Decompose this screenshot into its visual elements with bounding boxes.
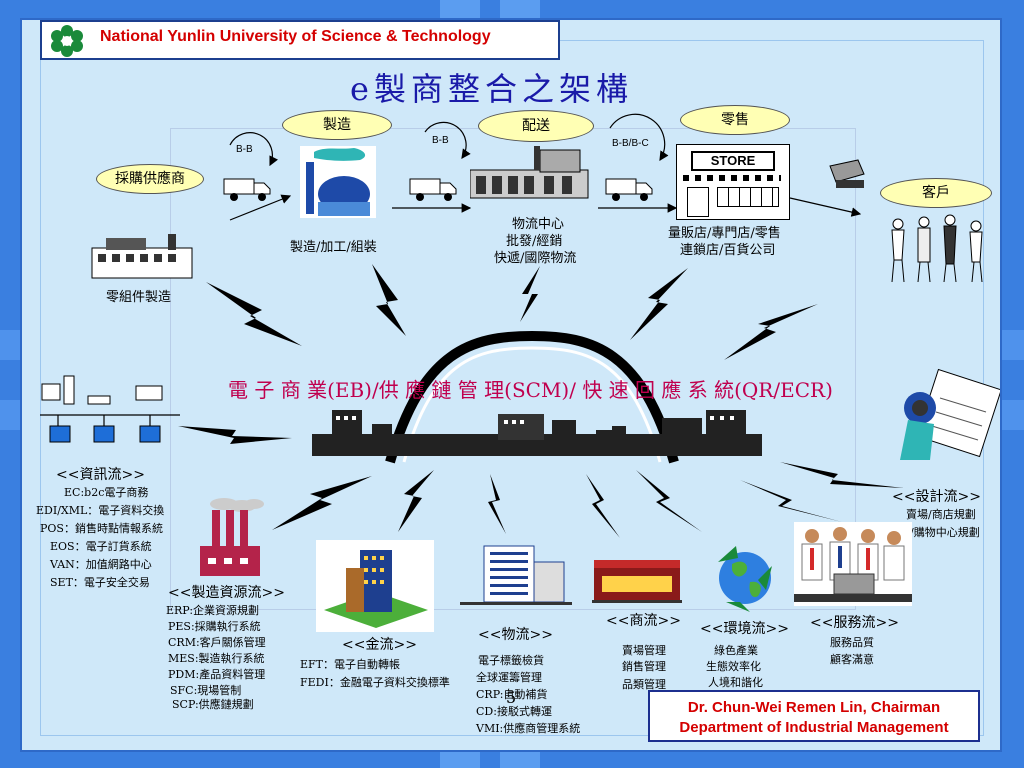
- money-flow-title: <<金流>>: [342, 637, 417, 653]
- mfg-flow-item: MES:製造執行系統: [168, 652, 265, 665]
- oval-supplier: 採購供應商: [96, 164, 204, 194]
- service-flow-title: <<服務流>>: [810, 615, 899, 631]
- mfg-flow-item: PDM:產品資料管理: [168, 668, 266, 681]
- university-header: National Yunlin University of Science & …: [40, 20, 560, 60]
- goods-flow-item: 全球運籌管理: [476, 671, 542, 684]
- customers-icon: [891, 214, 983, 283]
- bb-label: B-B: [432, 135, 449, 146]
- commerce-flow-item: 銷售管理: [622, 660, 666, 673]
- design-flow-title: <<設計流>>: [892, 489, 981, 505]
- info-flow-item: POS：銷售時點情報系統: [40, 522, 163, 535]
- cash-register-icon: [829, 159, 865, 188]
- commerce-flow-item: 品類管理: [622, 678, 666, 691]
- info-flow-item: EOS：電子訂貨系統: [50, 540, 152, 553]
- info-flow-item: EDI/XML：電子資料交換: [36, 504, 165, 517]
- commerce-flow-item: 賣場管理: [622, 644, 666, 657]
- designer-icon: [900, 368, 1000, 460]
- env-flow-item: 綠色產業: [714, 644, 758, 657]
- env-flow-item: 生態效率化: [706, 660, 761, 673]
- goods-flow-item: CRP:自動補貨: [476, 688, 548, 701]
- service-staff-icon: [794, 527, 912, 602]
- mfg-flow-item: CRM:客戶關係管理: [168, 636, 266, 649]
- bank-image: [316, 540, 434, 632]
- office-building-icon: [460, 545, 572, 605]
- recycle-globe-icon: [718, 546, 772, 612]
- truck-icon: [223, 178, 271, 201]
- goods-flow-item: VMI:供應商管理系統: [476, 722, 581, 735]
- truck-icon: [409, 178, 457, 201]
- logistics-center-label: 物流中心: [512, 217, 565, 232]
- city-arch-icon: [312, 330, 762, 464]
- env-flow-item: 人境和諧化: [708, 676, 763, 689]
- env-flow-title: <<環境流>>: [700, 621, 789, 637]
- parts-factory-icon: [91, 234, 193, 279]
- university-logo-icon: [51, 25, 83, 57]
- goods-flow-item: CD:接駁式轉運: [476, 705, 552, 718]
- express-logistics-label: 快遞/國際物流: [494, 251, 577, 266]
- bb-label: B-B: [236, 144, 253, 155]
- oval-manufacture: 製造: [282, 110, 392, 140]
- oval-distribution: 配送: [478, 110, 594, 142]
- parts-manufacture-label: 零組件製造: [106, 290, 172, 305]
- mfg-flow-item: SFC:現場管制: [170, 684, 242, 697]
- service-flow-item: 服務品質: [830, 636, 874, 649]
- mfg-flow-item: ERP:企業資源規劃: [166, 604, 260, 617]
- author-box: Dr. Chun-Wei Remen Lin, Chairman Departm…: [648, 690, 980, 742]
- info-flow-title: <<資訊流>>: [56, 467, 145, 483]
- info-flow-item: VAN：加值網路中心: [50, 558, 152, 571]
- goods-flow-item: 電子標籤檢貨: [478, 654, 544, 667]
- goods-flow-title: <<物流>>: [478, 627, 553, 643]
- money-flow-item: EFT：電子自動轉帳: [300, 658, 400, 671]
- manufacturing-plant-icon: [300, 146, 376, 218]
- university-name: National Yunlin University of Science & …: [100, 28, 491, 45]
- commerce-flow-title: <<商流>>: [606, 613, 681, 629]
- retail-types-label-2: 連鎖店/百貨公司: [680, 243, 776, 258]
- page-title: e製商整合之架構: [350, 70, 633, 108]
- center-systems-label: 電 子 商 業(EB)/供 應 鏈 管 理(SCM)/ 快 速 回 應 系 統(…: [228, 378, 833, 402]
- store-door: [687, 187, 709, 217]
- wholesale-label: 批發/經銷: [506, 234, 563, 249]
- bank-building-icon: [324, 550, 428, 628]
- computer-network-icon: [41, 375, 163, 443]
- service-flow-item: 顧客滿意: [830, 653, 874, 666]
- warehouse-icon: [470, 146, 589, 199]
- truck-icon: [605, 178, 653, 201]
- design-flow-item: 賣場/商店規劃: [906, 508, 976, 521]
- mfg-flow-title: <<製造資源流>>: [168, 585, 285, 601]
- smokestack-factory-icon: [200, 498, 264, 576]
- mfg-flow-item: SCP:供應鏈規劃: [172, 698, 254, 711]
- info-flow-item: EC:b2c電子商務: [64, 486, 149, 499]
- store-sign: STORE: [691, 151, 775, 171]
- processing-label: 製造/加工/組裝: [290, 240, 377, 255]
- service-people-image: [794, 522, 912, 606]
- money-flow-item: FEDI：金融電子資料交換標準: [300, 676, 450, 689]
- bb-label: B-B/B-C: [612, 138, 649, 149]
- author-department: Department of Industrial Management: [679, 719, 949, 736]
- shop-icon: [592, 560, 682, 603]
- author-name: Dr. Chun-Wei Remen Lin, Chairman: [687, 699, 941, 716]
- store-window: [717, 187, 779, 207]
- retail-types-label: 量販店/專門店/零售: [668, 226, 781, 241]
- store-icon: STORE: [676, 144, 790, 220]
- mfg-flow-item: PES:採購執行系統: [168, 620, 261, 633]
- oval-customer: 客戶: [880, 178, 992, 208]
- page-number: 5: [506, 688, 517, 707]
- oval-retail: 零售: [680, 105, 790, 135]
- store-awning: [683, 175, 781, 181]
- info-flow-item: SET：電子安全交易: [50, 576, 150, 589]
